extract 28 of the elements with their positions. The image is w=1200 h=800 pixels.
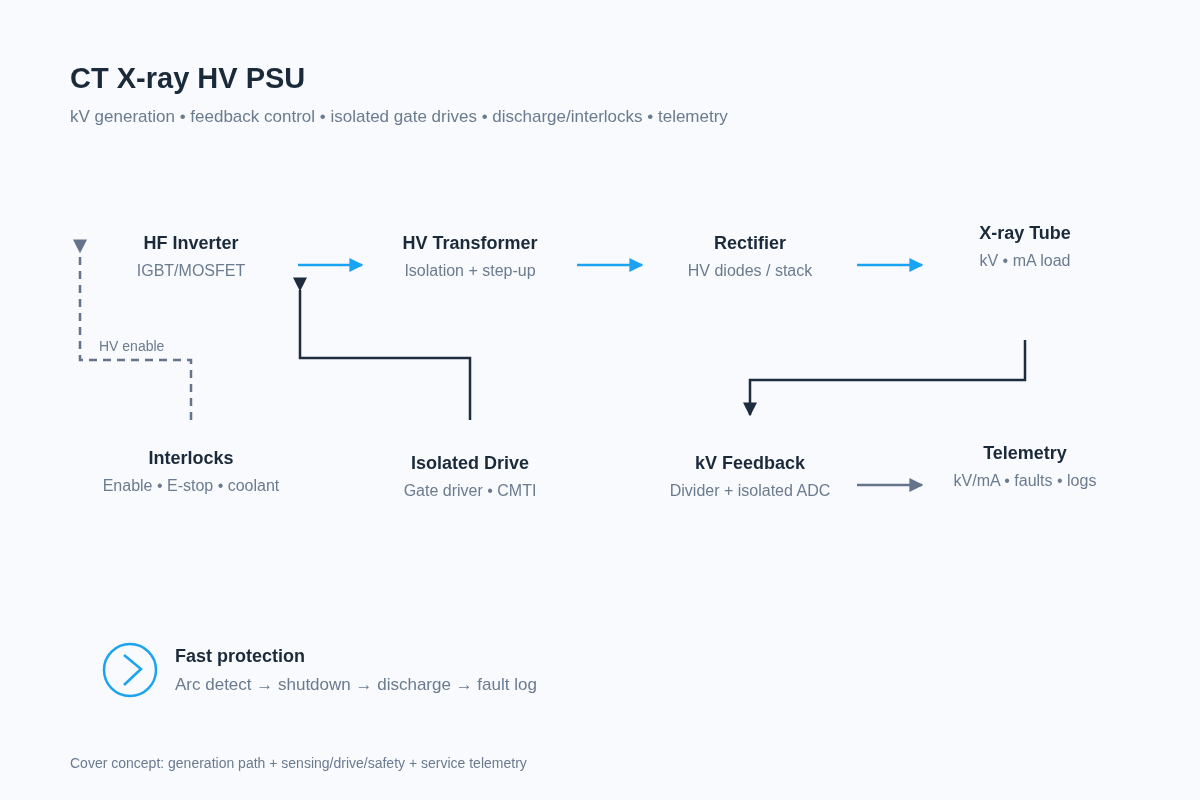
block-title: Telemetry — [983, 442, 1067, 465]
arrow — [743, 340, 1027, 417]
block-title: Rectifier — [714, 232, 786, 255]
protection-sequence: Arc detect → shutdown → discharge → fault log — [175, 675, 537, 695]
block-subtitle: kV • mA load — [979, 251, 1071, 271]
arrow — [577, 258, 644, 272]
block-title: HV Transformer — [402, 232, 538, 255]
arrow — [298, 258, 364, 272]
block-title: X-ray Tube — [979, 222, 1071, 245]
arrow — [293, 277, 472, 420]
arrow — [857, 478, 924, 492]
block-subtitle: Gate driver • CMTI — [403, 481, 537, 501]
block-subtitle: Enable • E-stop • coolant — [102, 476, 280, 496]
block-subtitle: HV diodes / stack — [687, 261, 813, 281]
block-subtitle: kV/mA • faults • logs — [953, 471, 1097, 491]
block-subtitle: Isolation + step-up — [404, 261, 536, 281]
diagram-title: CT X-ray HV PSU — [70, 62, 306, 95]
arrow — [857, 258, 924, 272]
block-title: Interlocks — [148, 447, 234, 470]
block-title: kV Feedback — [694, 452, 806, 475]
footer-note: Cover concept: generation path + sensing/drive/safety + service telemetry — [70, 755, 527, 771]
block-title: Isolated Drive — [410, 452, 529, 475]
arrow — [73, 239, 193, 420]
block-subtitle: Divider + isolated ADC — [669, 481, 831, 501]
subtitle: kV generation • feedback control • isolated gate drives • discharge/interlocks • telemetry — [70, 107, 728, 127]
protection-heading: Fast protection — [175, 646, 305, 667]
block-subtitle: IGBT/MOSFET — [136, 261, 246, 281]
block-title: HF Inverter — [143, 232, 239, 255]
